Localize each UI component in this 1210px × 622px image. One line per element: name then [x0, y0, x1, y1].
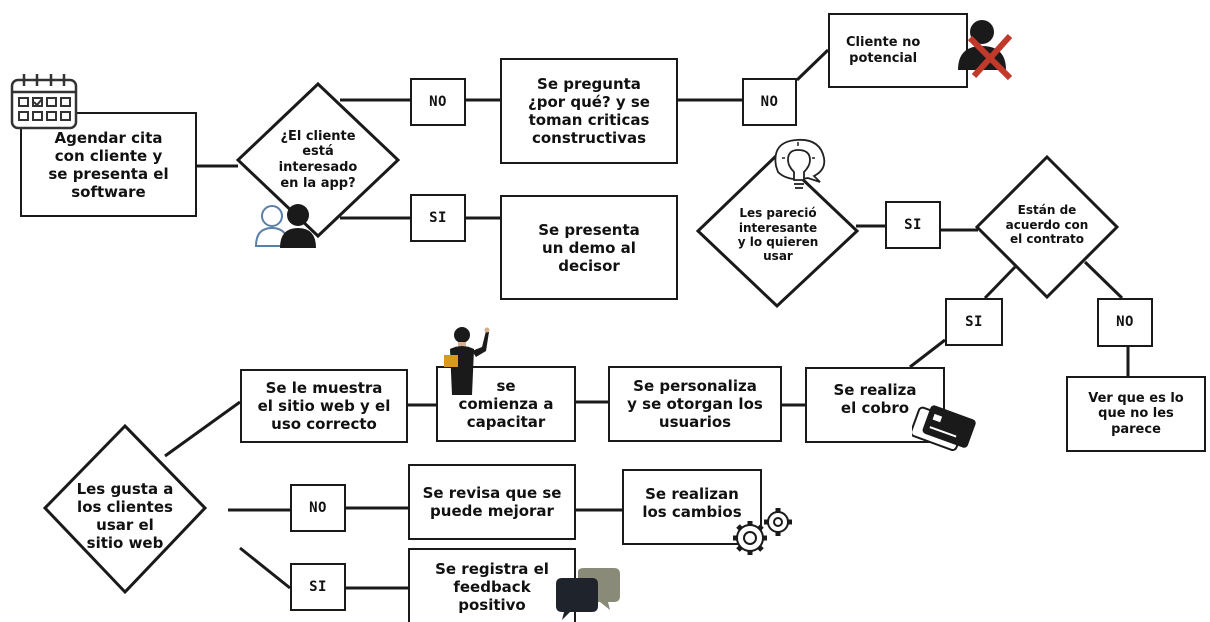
tag-si-interesado-label: SI: [429, 209, 447, 226]
tag-no-contrato: NO: [1097, 298, 1153, 347]
tag-no-interesado: NO: [410, 78, 466, 126]
credit-card-icon: [912, 405, 976, 452]
decision-contrato-shape: [974, 154, 1120, 300]
tag-si-gusta-label: SI: [309, 578, 327, 595]
tag-no-gusta: NO: [290, 484, 346, 532]
box-agendar-cita: Agendar cita con cliente y se presenta e…: [20, 112, 197, 217]
box-realiza-cobro-label: Se realiza el cobro: [833, 381, 917, 417]
tag-si-contrato-label: SI: [965, 313, 983, 330]
teacher-icon: [444, 327, 490, 395]
decision-interesado-label: ¿El cliente está interesado en la app?: [278, 128, 358, 191]
box-personaliza: Se personaliza y se otorgan los usuarios: [608, 366, 782, 442]
calendar-icon: [10, 74, 78, 130]
gears-icon: [733, 508, 792, 555]
tag-no-gusta-label: NO: [309, 499, 327, 516]
users-icon: [254, 204, 316, 248]
tag-si-parecio: SI: [885, 201, 941, 249]
rejected-person-icon: [958, 20, 1013, 80]
box-registra-feedback-label: Se registra el feedback positivo: [435, 560, 549, 614]
box-agendar-cita-label: Agendar cita con cliente y se presenta e…: [48, 128, 169, 201]
box-cliente-no-potencial: Cliente no potencial: [828, 13, 968, 88]
tag-si-contrato: SI: [945, 298, 1003, 346]
chat-bubbles-icon: [556, 568, 620, 620]
box-ver-que-no-parece: Ver que es lo que no les parece: [1066, 376, 1206, 452]
box-personaliza-label: Se personaliza y se otorgan los usuarios: [627, 377, 763, 431]
decision-parecio-label: Les pareció interesante y lo quieren usa…: [737, 206, 819, 264]
box-capacitar-label: se comienza a capacitar: [458, 377, 554, 431]
tag-no-contrato-label: NO: [1116, 314, 1134, 331]
tag-si-gusta: SI: [290, 563, 346, 611]
box-se-pregunta: Se pregunta ¿por qué? y se toman critica…: [500, 58, 678, 164]
tag-no-pregunta-label: NO: [760, 93, 779, 110]
box-presenta-demo-label: Se presenta un demo al decisor: [538, 220, 640, 275]
box-muestra-sitio: Se le muestra el sitio web y el uso corr…: [240, 369, 408, 443]
box-se-pregunta-label: Se pregunta ¿por qué? y se toman critica…: [528, 75, 650, 147]
box-revisa-mejorar: Se revisa que se puede mejorar: [408, 464, 576, 540]
box-ver-que-no-parece-label: Ver que es lo que no les parece: [1088, 390, 1184, 437]
box-presenta-demo: Se presenta un demo al decisor: [500, 195, 678, 300]
decision-gusta-shape: [42, 423, 208, 595]
box-registra-feedback: Se registra el feedback positivo: [408, 548, 576, 622]
box-realizan-cambios-label: Se realizan los cambios: [642, 485, 742, 521]
decision-contrato-label: Están de acuerdo con el contrato: [1005, 203, 1089, 247]
decision-gusta-label: Les gusta a los clientes usar el sitio w…: [76, 480, 174, 552]
box-cliente-no-potencial-label: Cliente no potencial: [846, 34, 921, 66]
tag-no-pregunta: NO: [742, 78, 797, 126]
lightbulb-icon: [774, 138, 826, 189]
decision-interesado-shape: [235, 81, 401, 239]
tag-si-parecio-label: SI: [904, 216, 922, 233]
tag-si-interesado: SI: [410, 194, 466, 242]
tag-no-interesado-label: NO: [429, 93, 447, 110]
decision-parecio-shape: [695, 152, 860, 309]
box-muestra-sitio-label: Se le muestra el sitio web y el uso corr…: [257, 379, 391, 433]
box-revisa-mejorar-label: Se revisa que se puede mejorar: [422, 484, 562, 520]
